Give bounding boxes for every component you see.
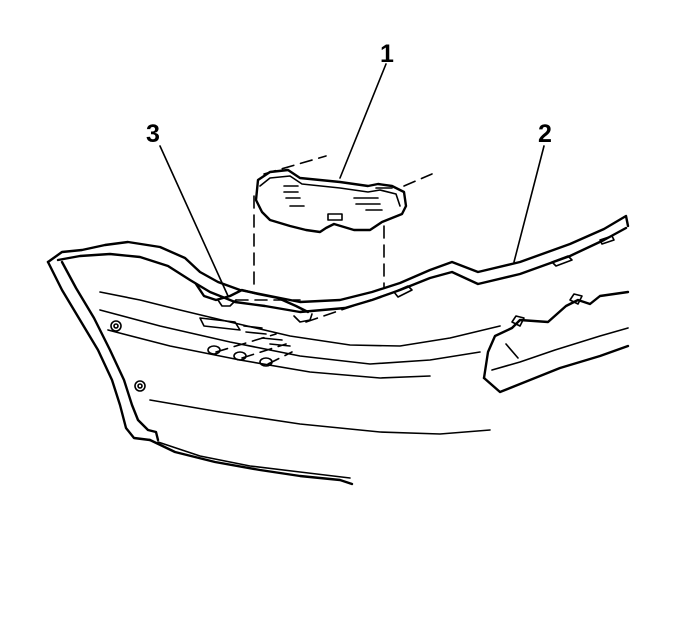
leader-line-3 xyxy=(159,145,229,297)
callout-2-label: 2 xyxy=(538,120,552,148)
leader-line-1 xyxy=(339,63,387,179)
leader-line-2 xyxy=(513,145,545,263)
leader-lines xyxy=(159,63,545,297)
callouts: 1 2 3 xyxy=(146,40,552,148)
bracket-part xyxy=(254,168,408,234)
alignment-dashes xyxy=(215,155,433,365)
callout-1-label: 1 xyxy=(380,40,394,68)
bumper-fascia xyxy=(46,214,630,486)
callout-3-label: 3 xyxy=(146,120,160,148)
